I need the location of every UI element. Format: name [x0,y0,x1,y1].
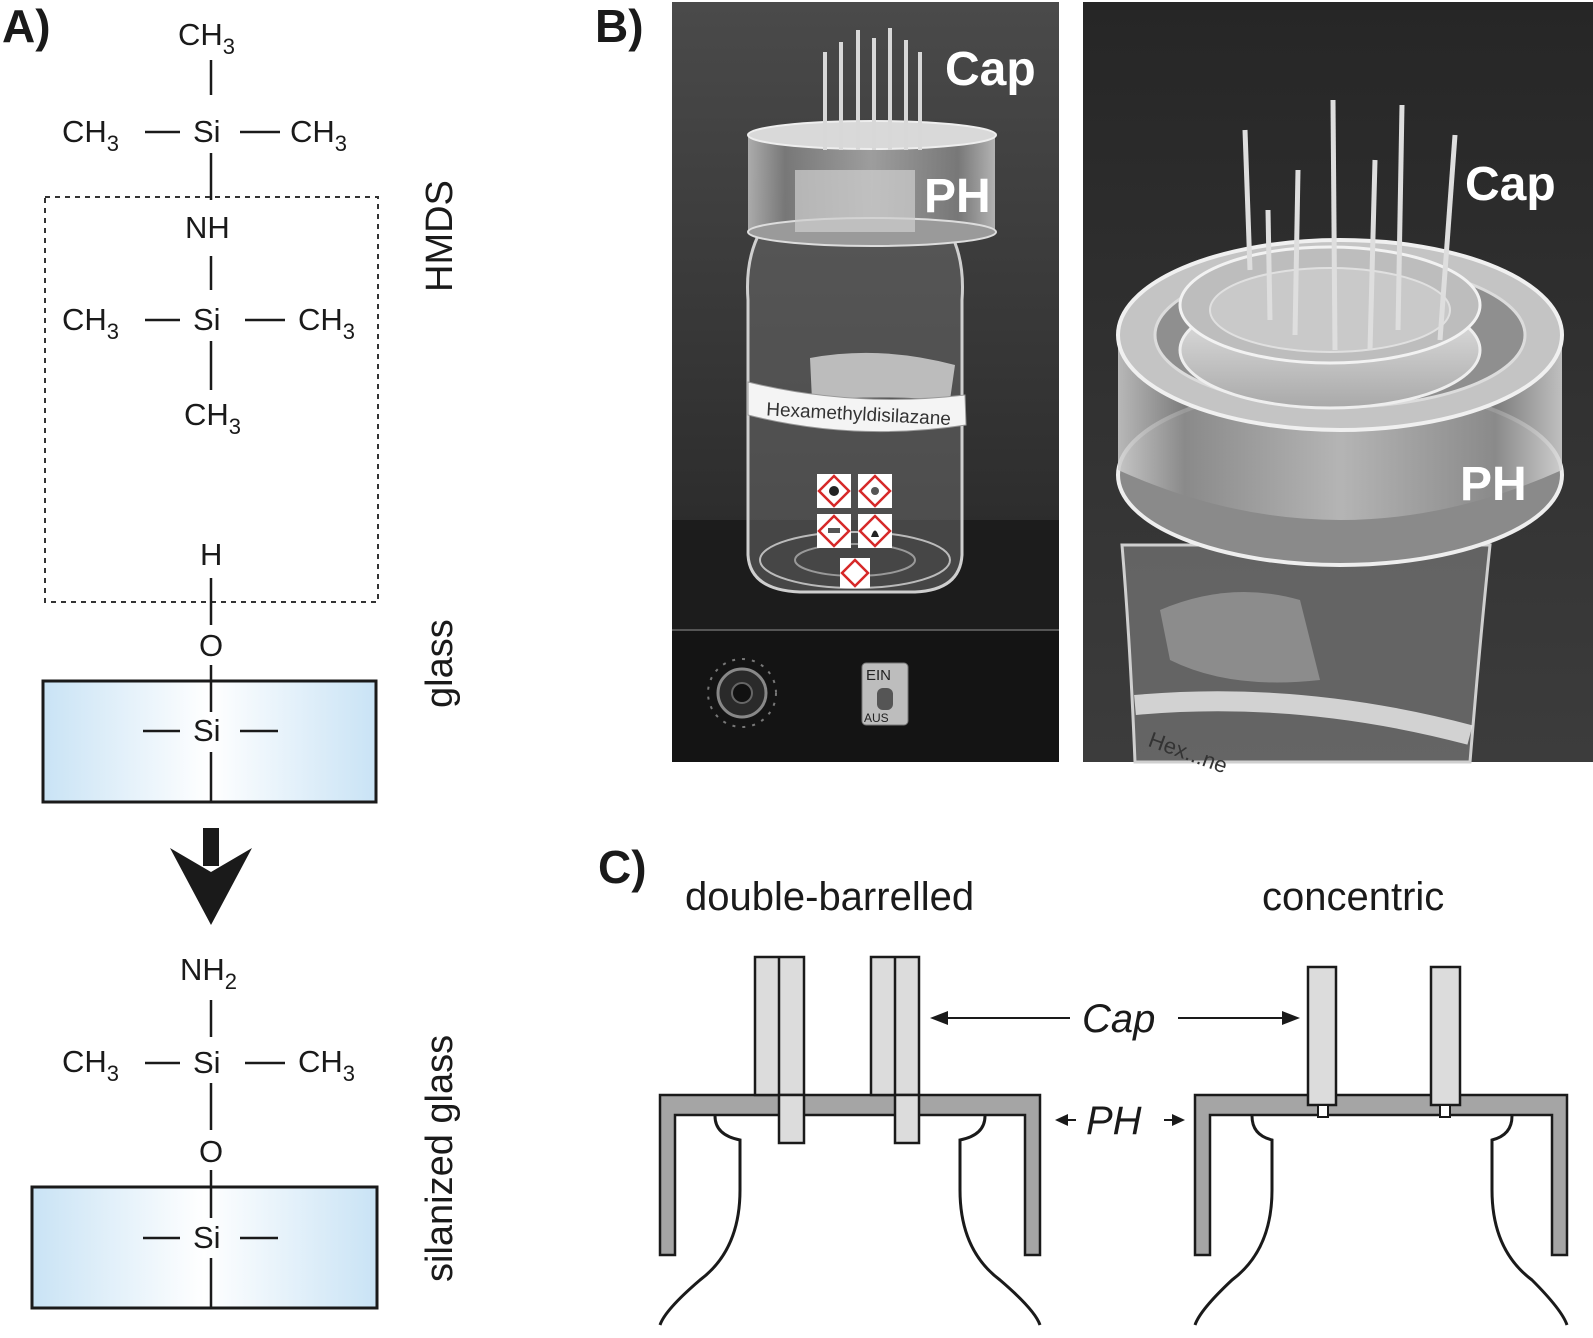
methyl-left-1: CH3 [62,114,119,156]
svg-text:AUS: AUS [864,711,889,725]
holder-concentric [1193,965,1569,1326]
capillaries-left [823,28,922,150]
panel-c-label: C) [598,841,647,893]
cap-label-diagram: Cap [1082,997,1155,1041]
oxygen-atom-1: O [199,628,223,663]
ph-arrow [1055,1114,1185,1126]
glass-substrate-1 [41,679,378,804]
ph-label-photo-left: PH [924,170,991,223]
methyl-left-2: CH3 [62,302,119,344]
photo-right: Hex...ne Cap PH [1083,2,1593,778]
methyl-right-1: CH3 [290,114,347,156]
label-hmds: HMDS [419,180,461,292]
photo-left: EIN AUS Hexamethyldisilazane [672,2,1059,762]
panel-a-label: A) [2,0,51,52]
hazard-stickers [817,474,892,588]
reaction-arrow [170,828,252,925]
silicon-glass-2: Si [193,1220,221,1255]
glass-substrate-2 [30,1185,379,1310]
methyl-bottom-2: CH3 [184,397,241,439]
hydrogen-atom: H [200,537,222,572]
svg-text:EIN: EIN [866,667,891,684]
power-switch: EIN AUS [861,662,909,726]
title-double-barrelled: double-barrelled [685,875,974,919]
methyl-right-3: CH3 [298,1044,355,1086]
svg-text:CH3: CH3 [178,17,235,59]
nh2-group: NH2 [180,952,237,994]
nh-group: NH [185,210,230,245]
ph-label-diagram: PH [1086,1099,1142,1143]
capillaries-right [1242,99,1458,351]
methyl-left-3: CH3 [62,1044,119,1086]
oxygen-atom-2: O [199,1134,223,1169]
silicon-atom-1: Si [193,114,221,149]
silicon-atom-2: Si [193,302,221,337]
ph-label-photo-right: PH [1460,458,1527,511]
label-glass: glass [419,619,461,708]
title-concentric: concentric [1262,875,1444,919]
cap-label-photo-left: Cap [945,43,1036,96]
hmds-top-methyl: CH3 [178,17,235,59]
holder-double-barrelled [658,955,1042,1326]
dial-knob [707,658,777,728]
methyl-right-2: CH3 [298,302,355,344]
cap-arrow [930,1011,1300,1025]
silicon-glass-1: Si [193,713,221,748]
label-silanized-glass: silanized glass [419,1035,461,1282]
silicon-atom-3: Si [193,1045,221,1080]
cap-label-photo-right: Cap [1465,158,1556,211]
panel-b-label: B) [595,0,644,52]
